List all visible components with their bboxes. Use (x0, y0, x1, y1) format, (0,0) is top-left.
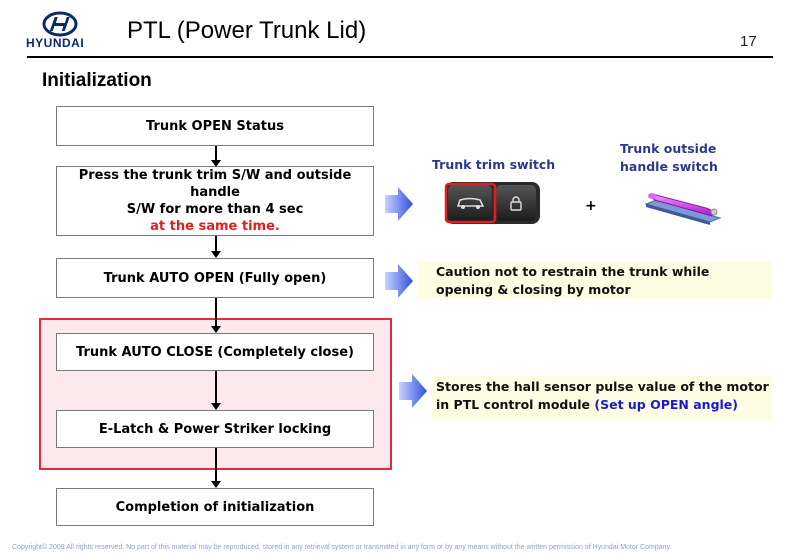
flow-step-open-status: Trunk OPEN Status (56, 106, 374, 146)
arrowhead-icon (211, 481, 221, 488)
arrowhead-icon (211, 326, 221, 333)
flow-connector (215, 448, 217, 482)
page-number: 17 (740, 33, 757, 50)
flow-step-label: E-Latch & Power Striker locking (98, 421, 332, 437)
flow-step-label: Completion of initialization (115, 499, 315, 515)
section-title: Initialization (42, 70, 152, 91)
caution-text-line2: opening & closing by motor (436, 282, 631, 297)
flow-step-highlight: at the same time. (150, 219, 280, 234)
arrowhead-icon (211, 160, 221, 167)
slide-title: PTL (Power Trunk Lid) (127, 17, 367, 44)
caution-text-line1: Caution not to restrain the trunk while (436, 264, 710, 279)
flow-step-line: Press the trunk trim S/W and outside han… (78, 168, 352, 200)
trunk-outside-switch-label-line2: handle switch (620, 159, 718, 174)
plus-sign: + (585, 198, 597, 214)
copyright-footer: Copyright© 2009 All rights reserved. No … (12, 544, 672, 551)
flow-step-line: S/W for more than 4 sec (126, 202, 304, 217)
arrowhead-icon (211, 403, 221, 410)
logo-wordmark: HYUNDAI (26, 36, 85, 50)
flow-connector (215, 236, 217, 252)
flow-connector (215, 146, 217, 162)
stores-note: Stores the hall sensor pulse value of th… (432, 376, 772, 420)
blue-arrow-icon (385, 187, 413, 221)
flow-step-auto-close: Trunk AUTO CLOSE (Completely close) (56, 333, 374, 371)
caution-note: Caution not to restrain the trunk while … (418, 261, 772, 299)
arrowhead-icon (211, 251, 221, 258)
flow-step-latch-locking: E-Latch & Power Striker locking (56, 410, 374, 448)
flow-step-press-switches: Press the trunk trim S/W and outside han… (56, 166, 374, 236)
trunk-outside-handle-switch-image (644, 193, 722, 225)
stores-text-line2: in PTL control module (436, 397, 595, 412)
flow-step-completion: Completion of initialization (56, 488, 374, 526)
hyundai-logo-icon (42, 11, 78, 37)
flow-connector (215, 298, 217, 328)
flow-step-label: Trunk OPEN Status (146, 118, 284, 134)
flow-step-label: Trunk AUTO CLOSE (Completely close) (76, 344, 354, 360)
flow-step-auto-open: Trunk AUTO OPEN (Fully open) (56, 258, 374, 298)
lock-icon (510, 196, 522, 211)
flow-connector (215, 371, 217, 405)
header-divider (27, 56, 773, 58)
blue-arrow-icon (385, 264, 413, 298)
stores-text-line1: Stores the hall sensor pulse value of th… (436, 379, 769, 394)
trunk-trim-switch-image (444, 182, 540, 224)
car-trunk-icon (456, 197, 485, 209)
trunk-outside-switch-label-line1: Trunk outside (620, 141, 717, 156)
trunk-trim-switch-label: Trunk trim switch (432, 157, 556, 172)
flow-step-label: Trunk AUTO OPEN (Fully open) (103, 270, 327, 286)
stores-text-highlight: (Set up OPEN angle) (594, 397, 738, 412)
blue-arrow-icon (399, 374, 427, 408)
